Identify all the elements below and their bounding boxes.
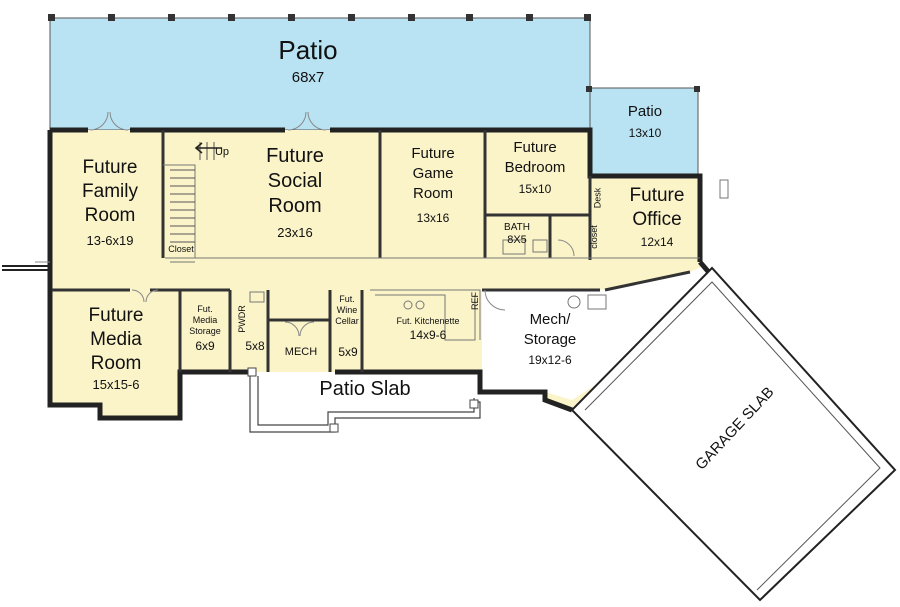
room-name-line: Fut. (197, 304, 213, 314)
powder-name: PWDR (236, 305, 247, 333)
room-dims: 15x10 (518, 182, 552, 196)
kitchenette-label: Fut. Kitchenette 14x9-6 (378, 316, 478, 343)
wine-cellar-label: Fut. Wine Cellar (332, 294, 362, 327)
room-name-line: Room (268, 195, 322, 217)
room-name: Patio (278, 35, 338, 65)
room-name-line: Family (82, 181, 138, 202)
room-name-line: Office (632, 209, 682, 230)
room-name-line: Room (90, 353, 142, 374)
room-name-line: Social (267, 170, 323, 192)
family-room-label: Future Family Room 13-6x19 (60, 156, 160, 249)
social-room-label: Future Social Room 23x16 (240, 144, 350, 241)
game-room-label: Future Game Room 13x16 (388, 144, 478, 226)
media-room-label: Future Media Room 15x15-6 (66, 304, 166, 393)
room-dims: 19x12-6 (528, 353, 572, 367)
room-name: Fut. Kitchenette (396, 316, 460, 326)
room-dims: 13-6x19 (86, 233, 134, 248)
room-name-line: Media (90, 329, 142, 350)
room-name-line: Storage (189, 326, 221, 336)
room-name-line: Future (411, 145, 455, 162)
patio-side-area (589, 87, 699, 175)
room-name-line: Media (192, 315, 218, 325)
room-dims: 6x9 (195, 339, 215, 353)
mech-small-label: MECH (284, 346, 318, 358)
room-dims: 8X5 (507, 233, 527, 246)
mech-storage-area (482, 268, 700, 400)
desk-label: Desk (592, 187, 603, 209)
interior-walls (52, 130, 691, 372)
powder-dims: 5x8 (245, 339, 265, 353)
room-name-line: Future (629, 185, 685, 206)
wine-cellar-dims: 5x9 (338, 345, 358, 359)
media-storage-label: Fut. Media Storage 6x9 (182, 304, 228, 354)
patio-side-label: Patio 13x10 (600, 102, 690, 141)
room-name-line: Game (412, 165, 454, 182)
room-name-line: Cellar (335, 316, 359, 326)
room-dims: 13x16 (416, 211, 450, 225)
stairs (170, 142, 215, 243)
room-dims: 15x15-6 (92, 377, 140, 392)
up-label: Up (214, 146, 230, 158)
room-name: BATH (504, 222, 530, 233)
room-dims: 23x16 (277, 225, 313, 240)
patio-posts (48, 14, 591, 21)
room-name-line: Room (412, 185, 453, 202)
room-name-line: Mech/ (529, 311, 571, 328)
closet-right-label: closet (588, 225, 599, 249)
room-dims: 12x14 (640, 235, 674, 249)
room-name-line: Bedroom (504, 159, 566, 176)
patio-top-area (49, 17, 591, 131)
room-dims: 14x9-6 (409, 328, 447, 343)
patio-top-label: Patio 68x7 (248, 35, 368, 86)
bedroom-label: Future Bedroom 15x10 (490, 138, 580, 197)
up-arrow-icon (194, 142, 222, 154)
room-dims: 68x7 (291, 68, 325, 86)
room-dims: 13x10 (628, 126, 662, 140)
room-name-line: Future (82, 157, 138, 178)
room-name-line: Wine (336, 305, 358, 315)
patio-slab-label: Patio Slab (319, 378, 411, 400)
room-name-line: Future (88, 305, 144, 326)
room-name-line: Future (266, 145, 324, 167)
room-name-line: Fut. (339, 294, 355, 304)
room-name-line: Room (84, 205, 136, 226)
mech-storage-label: Mech/ Storage 19x12-6 (500, 310, 600, 368)
room-name-line: Storage (523, 331, 577, 348)
fixtures (249, 179, 729, 310)
room-name-line: Future (513, 139, 557, 156)
office-label: Future Office 12x14 (612, 184, 702, 250)
ref-label: REF (470, 292, 480, 310)
closet-left-label: Closet (168, 244, 194, 254)
door-swings (35, 111, 575, 337)
room-name: Patio (627, 103, 663, 120)
bath-label: BATH 8X5 (496, 222, 538, 246)
garage-slab-outline (570, 266, 897, 602)
patio-slab-outline (249, 372, 481, 433)
